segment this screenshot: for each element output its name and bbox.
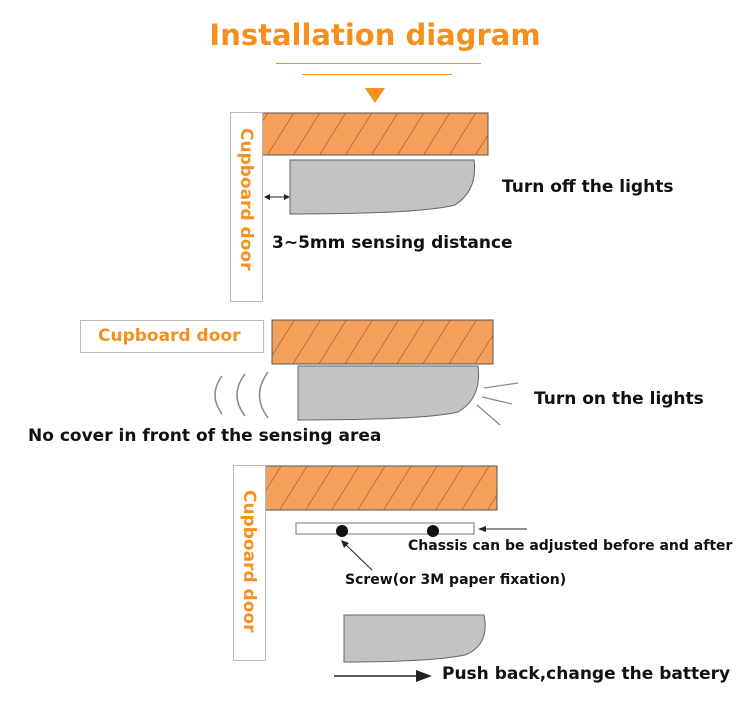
light-ray-icon — [483, 382, 519, 389]
light-ray-icon — [476, 404, 501, 426]
arrowhead-right-icon — [284, 194, 290, 200]
cabinet-shelf — [261, 112, 489, 156]
sensor-light-housing — [297, 365, 480, 421]
chassis-label: Chassis can be adjusted before and after — [408, 538, 733, 554]
sensing-wave-icon — [236, 373, 246, 417]
turn-off-label: Turn off the lights — [502, 177, 674, 197]
page-title: Installation diagram — [209, 18, 541, 52]
cupboard-door-label: Cupboard door — [98, 326, 241, 346]
down-arrow-icon — [365, 88, 385, 103]
arrowhead-up-icon — [341, 540, 349, 548]
arrowhead-left-icon — [264, 194, 270, 200]
light-ray-icon — [481, 396, 513, 405]
screw-pointer-arrow — [342, 541, 373, 571]
cabinet-shelf — [271, 319, 494, 365]
title-underline — [276, 63, 481, 64]
cupboard-door — [230, 112, 263, 302]
arrowhead-left-icon — [478, 526, 486, 532]
screw-icon — [427, 525, 439, 537]
turn-on-label: Turn on the lights — [534, 389, 704, 409]
no-cover-label: No cover in front of the sensing area — [28, 426, 382, 446]
cupboard-door — [80, 320, 264, 353]
screw-label: Screw(or 3M paper fixation) — [345, 572, 567, 588]
sensing-distance-label: 3~5mm sensing distance — [272, 233, 513, 253]
sensor-light-housing — [343, 614, 486, 663]
sensing-wave-icon — [214, 375, 223, 415]
chassis-plate — [295, 522, 475, 535]
arrowhead-right-icon — [416, 670, 432, 682]
cupboard-door-label: Cupboard door — [236, 128, 256, 271]
cabinet-shelf — [261, 465, 498, 511]
sensing-wave-icon — [258, 371, 269, 419]
screw-icon — [336, 525, 348, 537]
cupboard-door-label: Cupboard door — [239, 490, 259, 633]
battery-label: Push back,change the battery — [442, 664, 731, 684]
title-underline-lower — [302, 74, 452, 75]
sensor-light-housing — [289, 159, 476, 215]
cupboard-door — [233, 465, 266, 661]
